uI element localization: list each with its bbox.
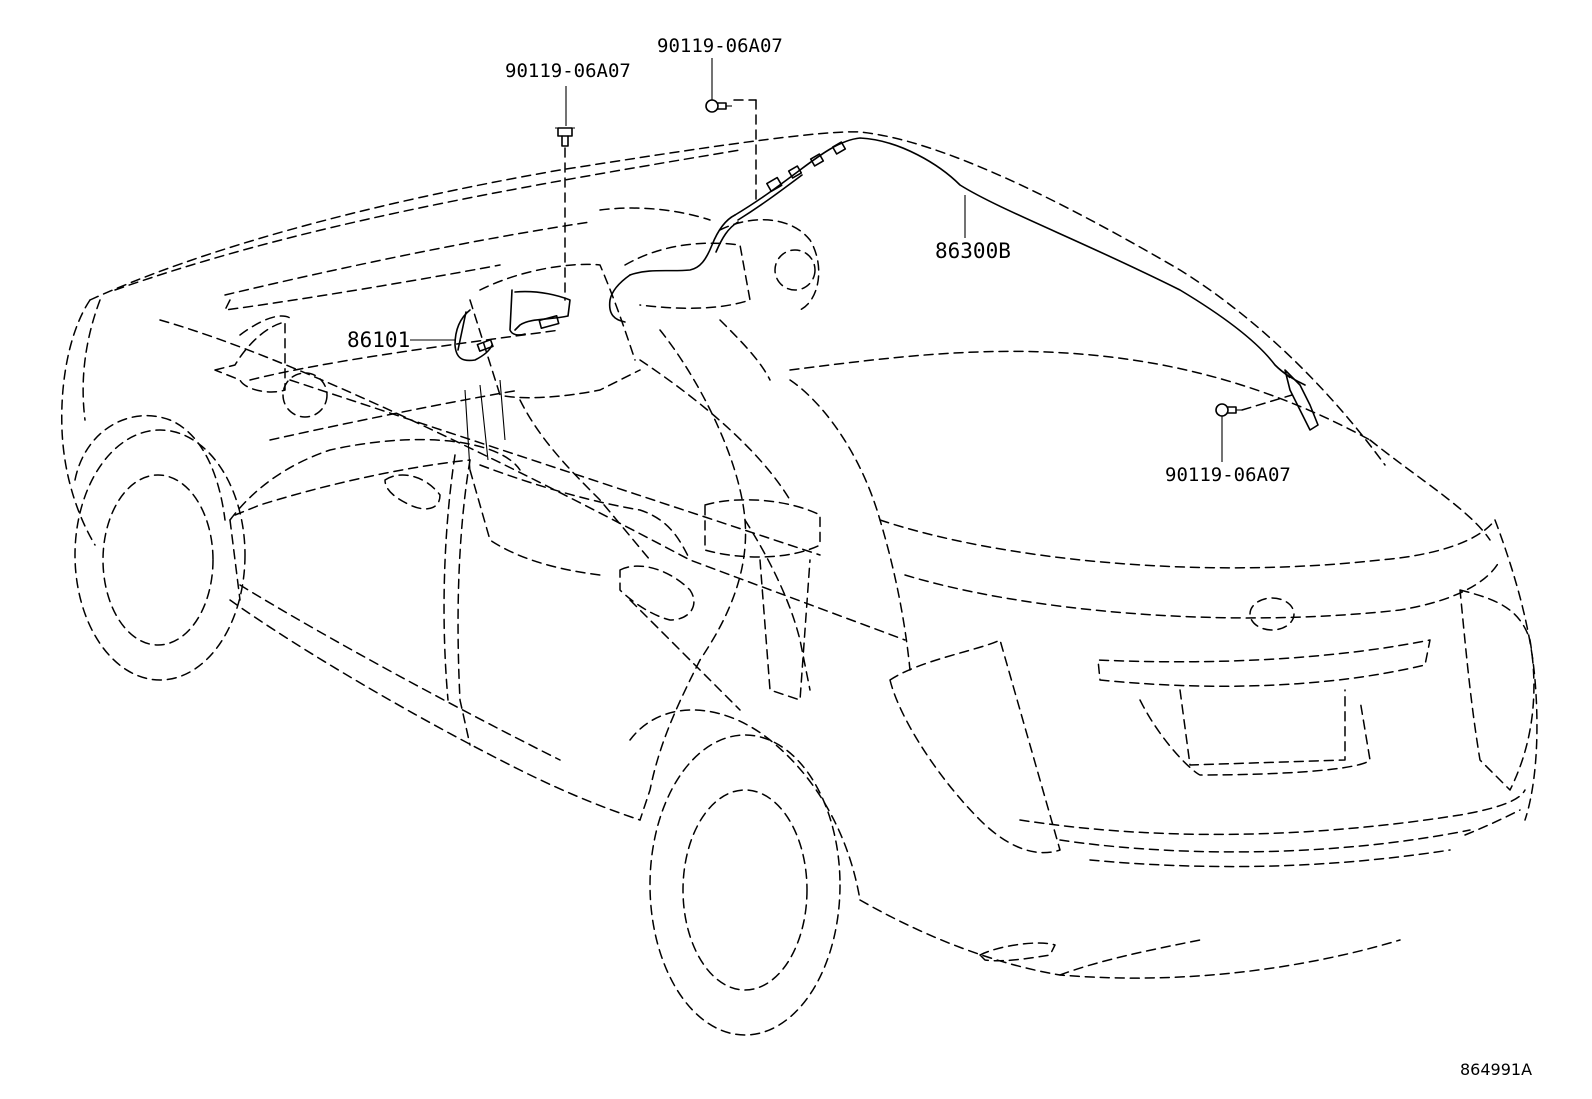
figure-id: 864991A bbox=[1460, 1060, 1532, 1079]
car-icon bbox=[60, 131, 1538, 1036]
clip-icon bbox=[555, 127, 575, 147]
antenna-cord-86300b bbox=[608, 137, 1319, 431]
leader-lines bbox=[410, 58, 1293, 462]
callout-antenna-cord: 86300B bbox=[935, 239, 1011, 263]
callout-clip-left: 90119-06A07 bbox=[505, 60, 631, 82]
antenna-86101 bbox=[454, 289, 571, 471]
clip-icon bbox=[705, 99, 732, 113]
callout-antenna-front: 86101 bbox=[347, 328, 410, 352]
callout-clip-top: 90119-06A07 bbox=[657, 35, 783, 57]
clip-icon bbox=[1215, 403, 1242, 417]
callout-clip-right: 90119-06A07 bbox=[1165, 464, 1291, 486]
